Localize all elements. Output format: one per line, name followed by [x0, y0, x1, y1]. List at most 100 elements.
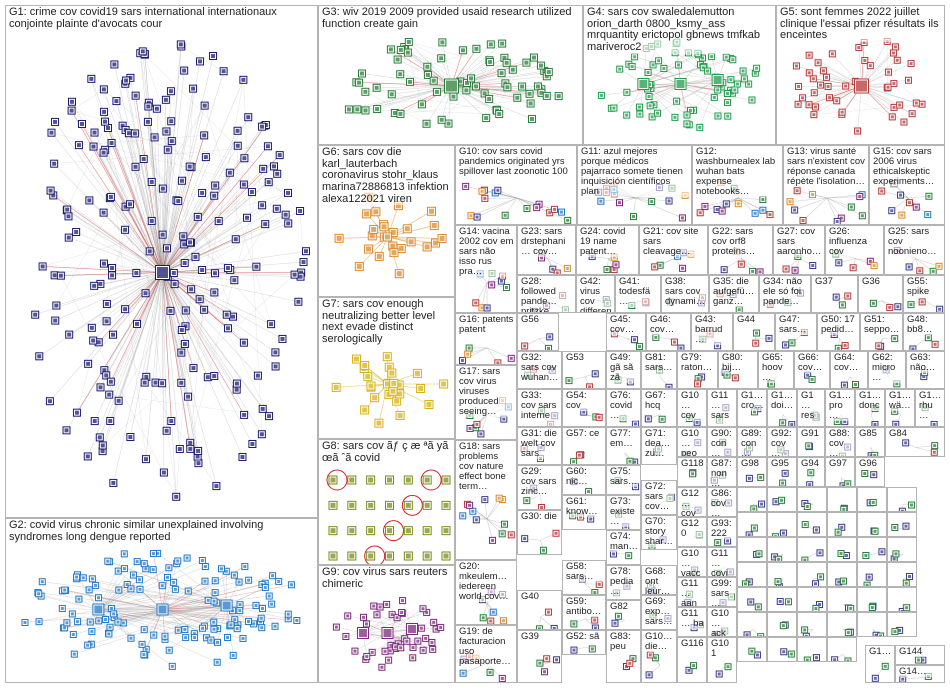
vertex-image	[275, 171, 280, 176]
vertex-image	[213, 591, 217, 595]
group-network-g37	[832, 292, 852, 309]
edge-line	[51, 132, 163, 273]
vertex-image	[894, 552, 898, 556]
vertex-image	[808, 483, 812, 486]
edge-line	[162, 145, 239, 273]
vertex-image	[773, 535, 777, 536]
vertex-image	[933, 342, 937, 346]
group-g13: G13: virus santé sars n'existent cov rép…	[783, 145, 869, 225]
edge-line	[827, 86, 893, 118]
edge-line	[104, 149, 175, 274]
edge-line	[134, 133, 163, 273]
vertex-image	[870, 606, 874, 610]
vertex-image	[252, 622, 256, 626]
group-small-unlabeled	[737, 512, 767, 537]
edge-line	[680, 83, 728, 117]
vertex-image	[431, 647, 435, 651]
edge-line	[218, 172, 231, 222]
vertex-image	[259, 616, 263, 620]
vertex-image	[74, 229, 79, 234]
group-label: G71: dea… zu…	[645, 428, 674, 460]
group-label: G7: sars cov enough neutralizing better …	[322, 298, 452, 346]
group-small-unlabeled	[767, 637, 797, 662]
vertex-image	[841, 484, 845, 486]
vertex-image	[421, 607, 425, 611]
vertex-image	[116, 620, 120, 624]
group-network-g85	[867, 447, 879, 456]
group-network-g1f	[891, 407, 902, 426]
group-g62: G62: micro…	[868, 351, 906, 389]
group-g45: G45: cov…	[606, 313, 646, 351]
vertex-image	[898, 103, 902, 107]
vertex-image	[565, 266, 569, 270]
vertex-image	[246, 115, 251, 120]
vertex-image	[938, 307, 942, 311]
vertex-image	[851, 266, 855, 270]
group-small-unlabeled	[887, 512, 917, 537]
vertex-image	[542, 670, 546, 674]
group-g1: G1: crime cov covid19 sars international…	[5, 5, 318, 518]
edge-line	[162, 272, 301, 277]
vertex-image	[411, 656, 415, 660]
vertex-image	[397, 391, 403, 397]
group-g29: G29: cov sars zinc…	[517, 465, 562, 510]
vertex-image	[92, 419, 97, 424]
group-g10v: G10… ack	[707, 607, 737, 637]
group-g77: G77: em…	[606, 427, 641, 465]
vertex-image	[255, 373, 260, 378]
vertex-image	[405, 639, 409, 643]
edge-line	[154, 137, 163, 273]
vertex-image	[241, 340, 246, 345]
group-label: G85	[859, 428, 882, 440]
vertex-node	[757, 633, 765, 636]
edge-line	[162, 191, 253, 273]
edge-line	[125, 130, 163, 273]
vertex-image	[234, 381, 239, 386]
vertex-image	[173, 587, 177, 591]
vertex-image	[843, 344, 847, 348]
edge-line	[226, 605, 234, 656]
vertex-image	[899, 193, 903, 197]
group-network-g64	[840, 376, 859, 388]
vertex-image	[160, 584, 164, 588]
vertex-image	[97, 435, 102, 440]
group-small-unlabeled	[767, 487, 797, 512]
edge-line	[56, 272, 163, 306]
vertex-image	[880, 189, 884, 193]
vertex-image	[260, 406, 265, 411]
group-g6: G6: sars cov die karl_lauterbach coronav…	[318, 145, 455, 297]
edge-line	[162, 272, 189, 397]
edge-line	[162, 272, 198, 457]
vertex-image	[907, 265, 911, 269]
edge-line	[102, 274, 295, 446]
vertex-image	[724, 202, 728, 206]
vertex-image	[160, 381, 165, 386]
vertex-image	[667, 385, 671, 388]
group-g52: G52: sã	[562, 630, 606, 655]
edge-line	[74, 605, 227, 655]
vertex-image	[625, 90, 629, 94]
vertex-image	[552, 626, 556, 629]
vertex-image	[374, 85, 379, 90]
group-label: G56	[521, 314, 556, 326]
vertex-image	[426, 402, 432, 408]
vertex-image	[168, 89, 173, 94]
edge-line	[893, 60, 898, 84]
group-label: G15: cov sars 2006 virus ethicalskeptic …	[873, 146, 942, 188]
vertex-image	[213, 579, 217, 583]
group-g82: G82	[606, 600, 641, 630]
group-g10z: G10… vacc…	[677, 547, 707, 577]
vertex-image	[273, 364, 278, 369]
vertex-image	[790, 341, 794, 345]
group-label: G21: cov site sars cleavage…	[643, 226, 705, 258]
group-label: G54: cov	[566, 390, 603, 412]
group-network-g91	[805, 442, 813, 451]
group-network-g98	[745, 473, 765, 482]
group-network-g13	[786, 187, 866, 224]
vertex-image	[405, 477, 411, 483]
vertex-image	[387, 528, 392, 534]
vertex-image	[483, 498, 487, 502]
edge-line	[798, 83, 894, 105]
vertex-image	[758, 270, 762, 274]
vertex-image	[716, 88, 720, 92]
